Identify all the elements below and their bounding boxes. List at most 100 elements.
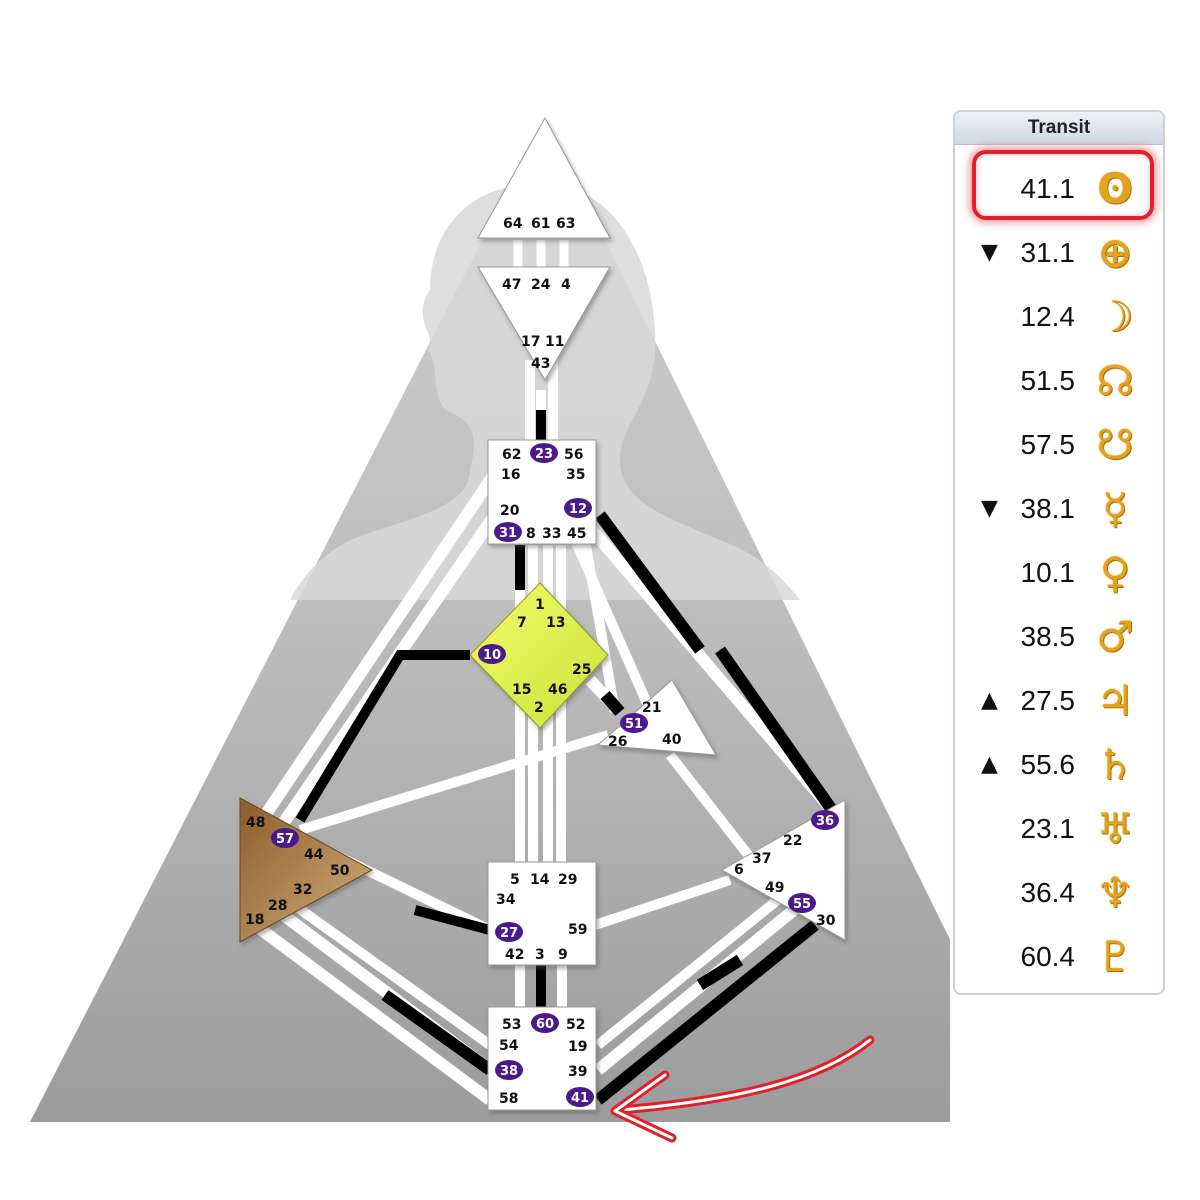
heart-center — [596, 679, 717, 756]
transit-row: 36.4 ♆ — [955, 861, 1163, 925]
sacral-center — [487, 861, 597, 966]
transit-row: 57.5 ☋ — [955, 413, 1163, 477]
direction-arrow: ▲ — [981, 752, 998, 777]
saturn-icon: ♄ — [1096, 740, 1134, 789]
gate-label: 48 — [246, 815, 265, 831]
transit-row: ▲27.5♃ — [955, 669, 1163, 733]
gate-label: 52 — [566, 1017, 585, 1033]
gate-label: 33 — [542, 526, 561, 542]
transit-value: 12.4 — [1020, 301, 1076, 332]
gate-label: 5 — [510, 872, 520, 888]
mercury-icon: ☿ — [1102, 484, 1128, 533]
transit-value: 57.5 — [1020, 429, 1076, 460]
pluto-icon: ♇ — [1096, 932, 1134, 981]
gate-label: 16 — [501, 467, 520, 483]
gate-label: 46 — [548, 682, 567, 698]
gate-label: 50 — [330, 863, 350, 879]
gate-label: 34 — [496, 892, 516, 908]
transit-value: 41.1 — [1020, 173, 1076, 204]
south-node-icon: ☋ — [1096, 420, 1134, 469]
transit-row: 23.1♅ — [955, 797, 1163, 861]
transit-row: ▲55.6♄ — [955, 733, 1163, 797]
transit-value: 38.1 — [1020, 493, 1076, 524]
direction-arrow: ▼ — [981, 496, 998, 521]
gate-label: 43 — [531, 356, 550, 372]
direction-arrow: ▼ — [981, 240, 998, 265]
gate-label: 19 — [568, 1039, 587, 1055]
transit-row: 12.4☽ — [955, 285, 1163, 349]
transit-value: 36.4 — [1020, 877, 1076, 908]
gate-label: 22 — [783, 833, 802, 849]
g-center — [469, 582, 609, 729]
transit-header: Transit — [955, 112, 1163, 145]
gate-label: 15 — [512, 682, 531, 698]
transit-row: 60.4 ♇ — [955, 925, 1163, 989]
gate-label: 35 — [566, 467, 585, 483]
jupiter-icon: ♃ — [1096, 676, 1134, 725]
gate-label: 8 — [526, 526, 536, 542]
transit-row: 51.5 ☊ — [955, 349, 1163, 413]
gate-label: 4 — [561, 277, 571, 293]
gate-label: 54 — [499, 1038, 519, 1054]
gate-label-active: 27 — [500, 926, 518, 941]
transit-value: 10.1 — [1020, 557, 1076, 588]
gate-label: 28 — [268, 898, 287, 914]
gate-label: 3 — [535, 947, 545, 963]
transit-row: ▼ 38.1 ☿ — [955, 477, 1163, 541]
gate-label-active: 57 — [276, 832, 294, 847]
gate-label: 47 — [502, 277, 521, 293]
gate-label: 42 — [505, 947, 524, 963]
gate-label: 53 — [502, 1017, 521, 1033]
gate-label: 49 — [765, 880, 784, 896]
transit-value: 31.1 — [1020, 237, 1076, 268]
ajna-center — [477, 266, 611, 381]
gate-label-active: 23 — [535, 447, 553, 462]
gate-label: 20 — [500, 503, 520, 519]
gate-label-active: 60 — [536, 1017, 554, 1032]
earth-icon: ⊕ — [1097, 228, 1133, 277]
gate-label: 40 — [662, 732, 682, 748]
transit-value: 60.4 — [1020, 941, 1076, 972]
highlight-box — [972, 150, 1154, 220]
gate-label: 14 — [530, 872, 550, 888]
gate-label-active: 31 — [499, 526, 517, 541]
gate-label: 32 — [293, 882, 312, 898]
gate-labels: 64 61 63 47 24 4 17 11 43 62 23 56 16 35… — [245, 216, 839, 1107]
gate-label-active: 10 — [483, 648, 501, 663]
transit-value: 51.5 — [1020, 365, 1076, 396]
gate-label: 7 — [517, 615, 527, 631]
gate-label: 56 — [564, 447, 583, 463]
transit-value: 23.1 — [1020, 813, 1076, 844]
mars-icon: ♂ — [1096, 612, 1134, 661]
north-node-icon: ☊ — [1096, 356, 1134, 405]
gate-label: 25 — [572, 662, 591, 678]
gate-label: 17 — [521, 334, 540, 350]
annotation-arrow — [610, 1035, 875, 1143]
gate-label-active: 41 — [571, 1091, 589, 1106]
gate-label-active: 55 — [793, 897, 811, 912]
gate-label-active: 38 — [500, 1064, 518, 1079]
gate-label: 44 — [304, 847, 324, 863]
gate-label: 2 — [534, 700, 544, 716]
transit-row: 10.1 ♀ — [955, 541, 1163, 605]
transit-value: 27.5 — [1020, 685, 1076, 716]
gate-label: 37 — [752, 851, 771, 867]
gate-label-active: 51 — [625, 717, 643, 732]
transit-row: 38.5♂ — [955, 605, 1163, 669]
gate-label: 26 — [608, 734, 627, 750]
gate-label-active: 12 — [569, 502, 587, 517]
neptune-icon: ♆ — [1096, 868, 1134, 917]
gate-label: 58 — [499, 1091, 518, 1107]
venus-icon: ♀ — [1099, 548, 1131, 597]
gate-label: 13 — [546, 615, 565, 631]
gate-label-active: 36 — [816, 814, 834, 829]
gate-label: 30 — [816, 913, 836, 929]
gate-label: 11 — [545, 334, 564, 350]
channels — [251, 240, 837, 1105]
bodygraph: 64 61 63 47 24 4 17 11 43 62 23 56 16 35… — [30, 116, 950, 1143]
gate-label: 9 — [558, 947, 568, 963]
head-center — [477, 116, 611, 239]
gate-label: 29 — [558, 872, 577, 888]
